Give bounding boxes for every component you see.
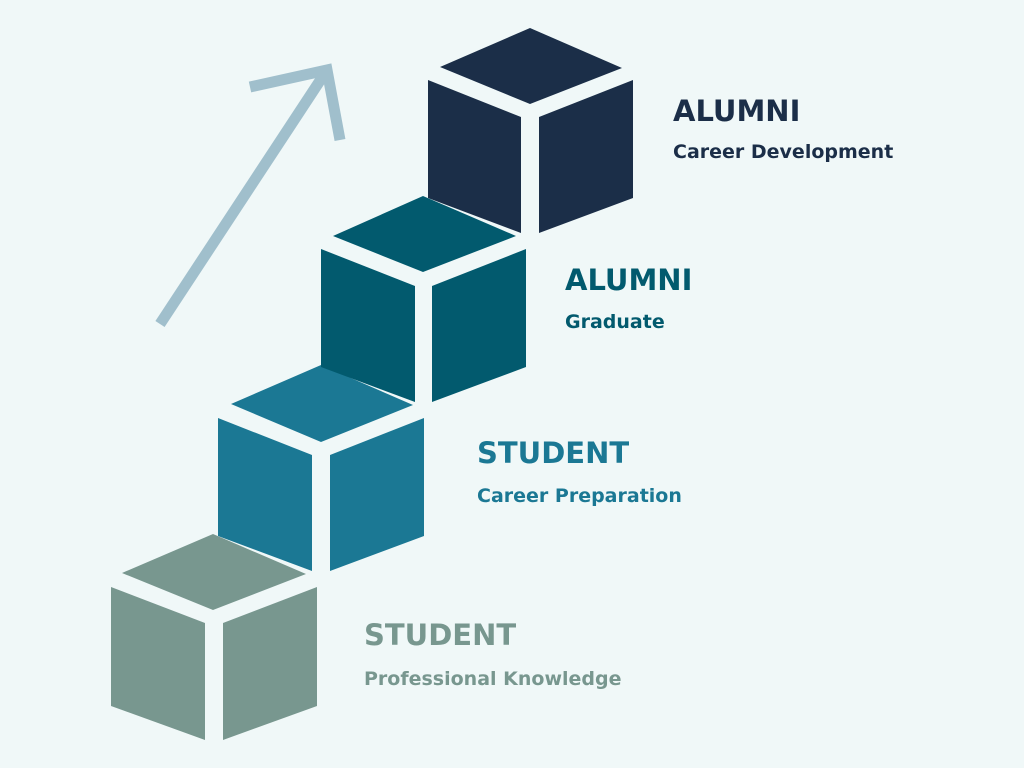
cube-right-face bbox=[223, 587, 317, 740]
cube-top-face bbox=[122, 534, 306, 610]
growth-arrow bbox=[155, 63, 346, 328]
step-2-subtitle: Career Preparation bbox=[477, 485, 682, 507]
step-1-label: STUDENT Professional Knowledge bbox=[364, 618, 622, 691]
cube-left-face bbox=[428, 80, 521, 233]
step-1-title: STUDENT bbox=[364, 618, 517, 652]
cube-left-face bbox=[321, 249, 415, 402]
cube-top-face bbox=[440, 28, 622, 104]
arrow-head bbox=[248, 63, 346, 142]
step-2-title: STUDENT bbox=[477, 436, 630, 470]
step-3-subtitle: Graduate bbox=[565, 311, 665, 333]
step-4-subtitle: Career Development bbox=[673, 141, 894, 163]
cube-left-face bbox=[218, 418, 312, 571]
cube-step-3 bbox=[321, 196, 526, 402]
cube-left-face bbox=[111, 587, 205, 740]
arrow-shaft bbox=[155, 66, 332, 328]
step-3-label: ALUMNI Graduate bbox=[565, 263, 692, 334]
cube-step-4 bbox=[428, 28, 633, 233]
step-4-label: ALUMNI Career Development bbox=[673, 94, 893, 164]
step-4-title: ALUMNI bbox=[673, 94, 801, 128]
cube-right-face bbox=[330, 418, 424, 571]
step-1-subtitle: Professional Knowledge bbox=[364, 668, 622, 690]
cube-step-2 bbox=[218, 365, 424, 571]
step-2-label: STUDENT Career Preparation bbox=[477, 436, 682, 508]
cube-step-1 bbox=[111, 534, 317, 740]
cube-top-face bbox=[231, 365, 413, 442]
cube-right-face bbox=[432, 249, 526, 402]
cube-right-face bbox=[539, 80, 633, 233]
step-3-title: ALUMNI bbox=[565, 263, 693, 297]
cube-top-face bbox=[333, 196, 516, 272]
